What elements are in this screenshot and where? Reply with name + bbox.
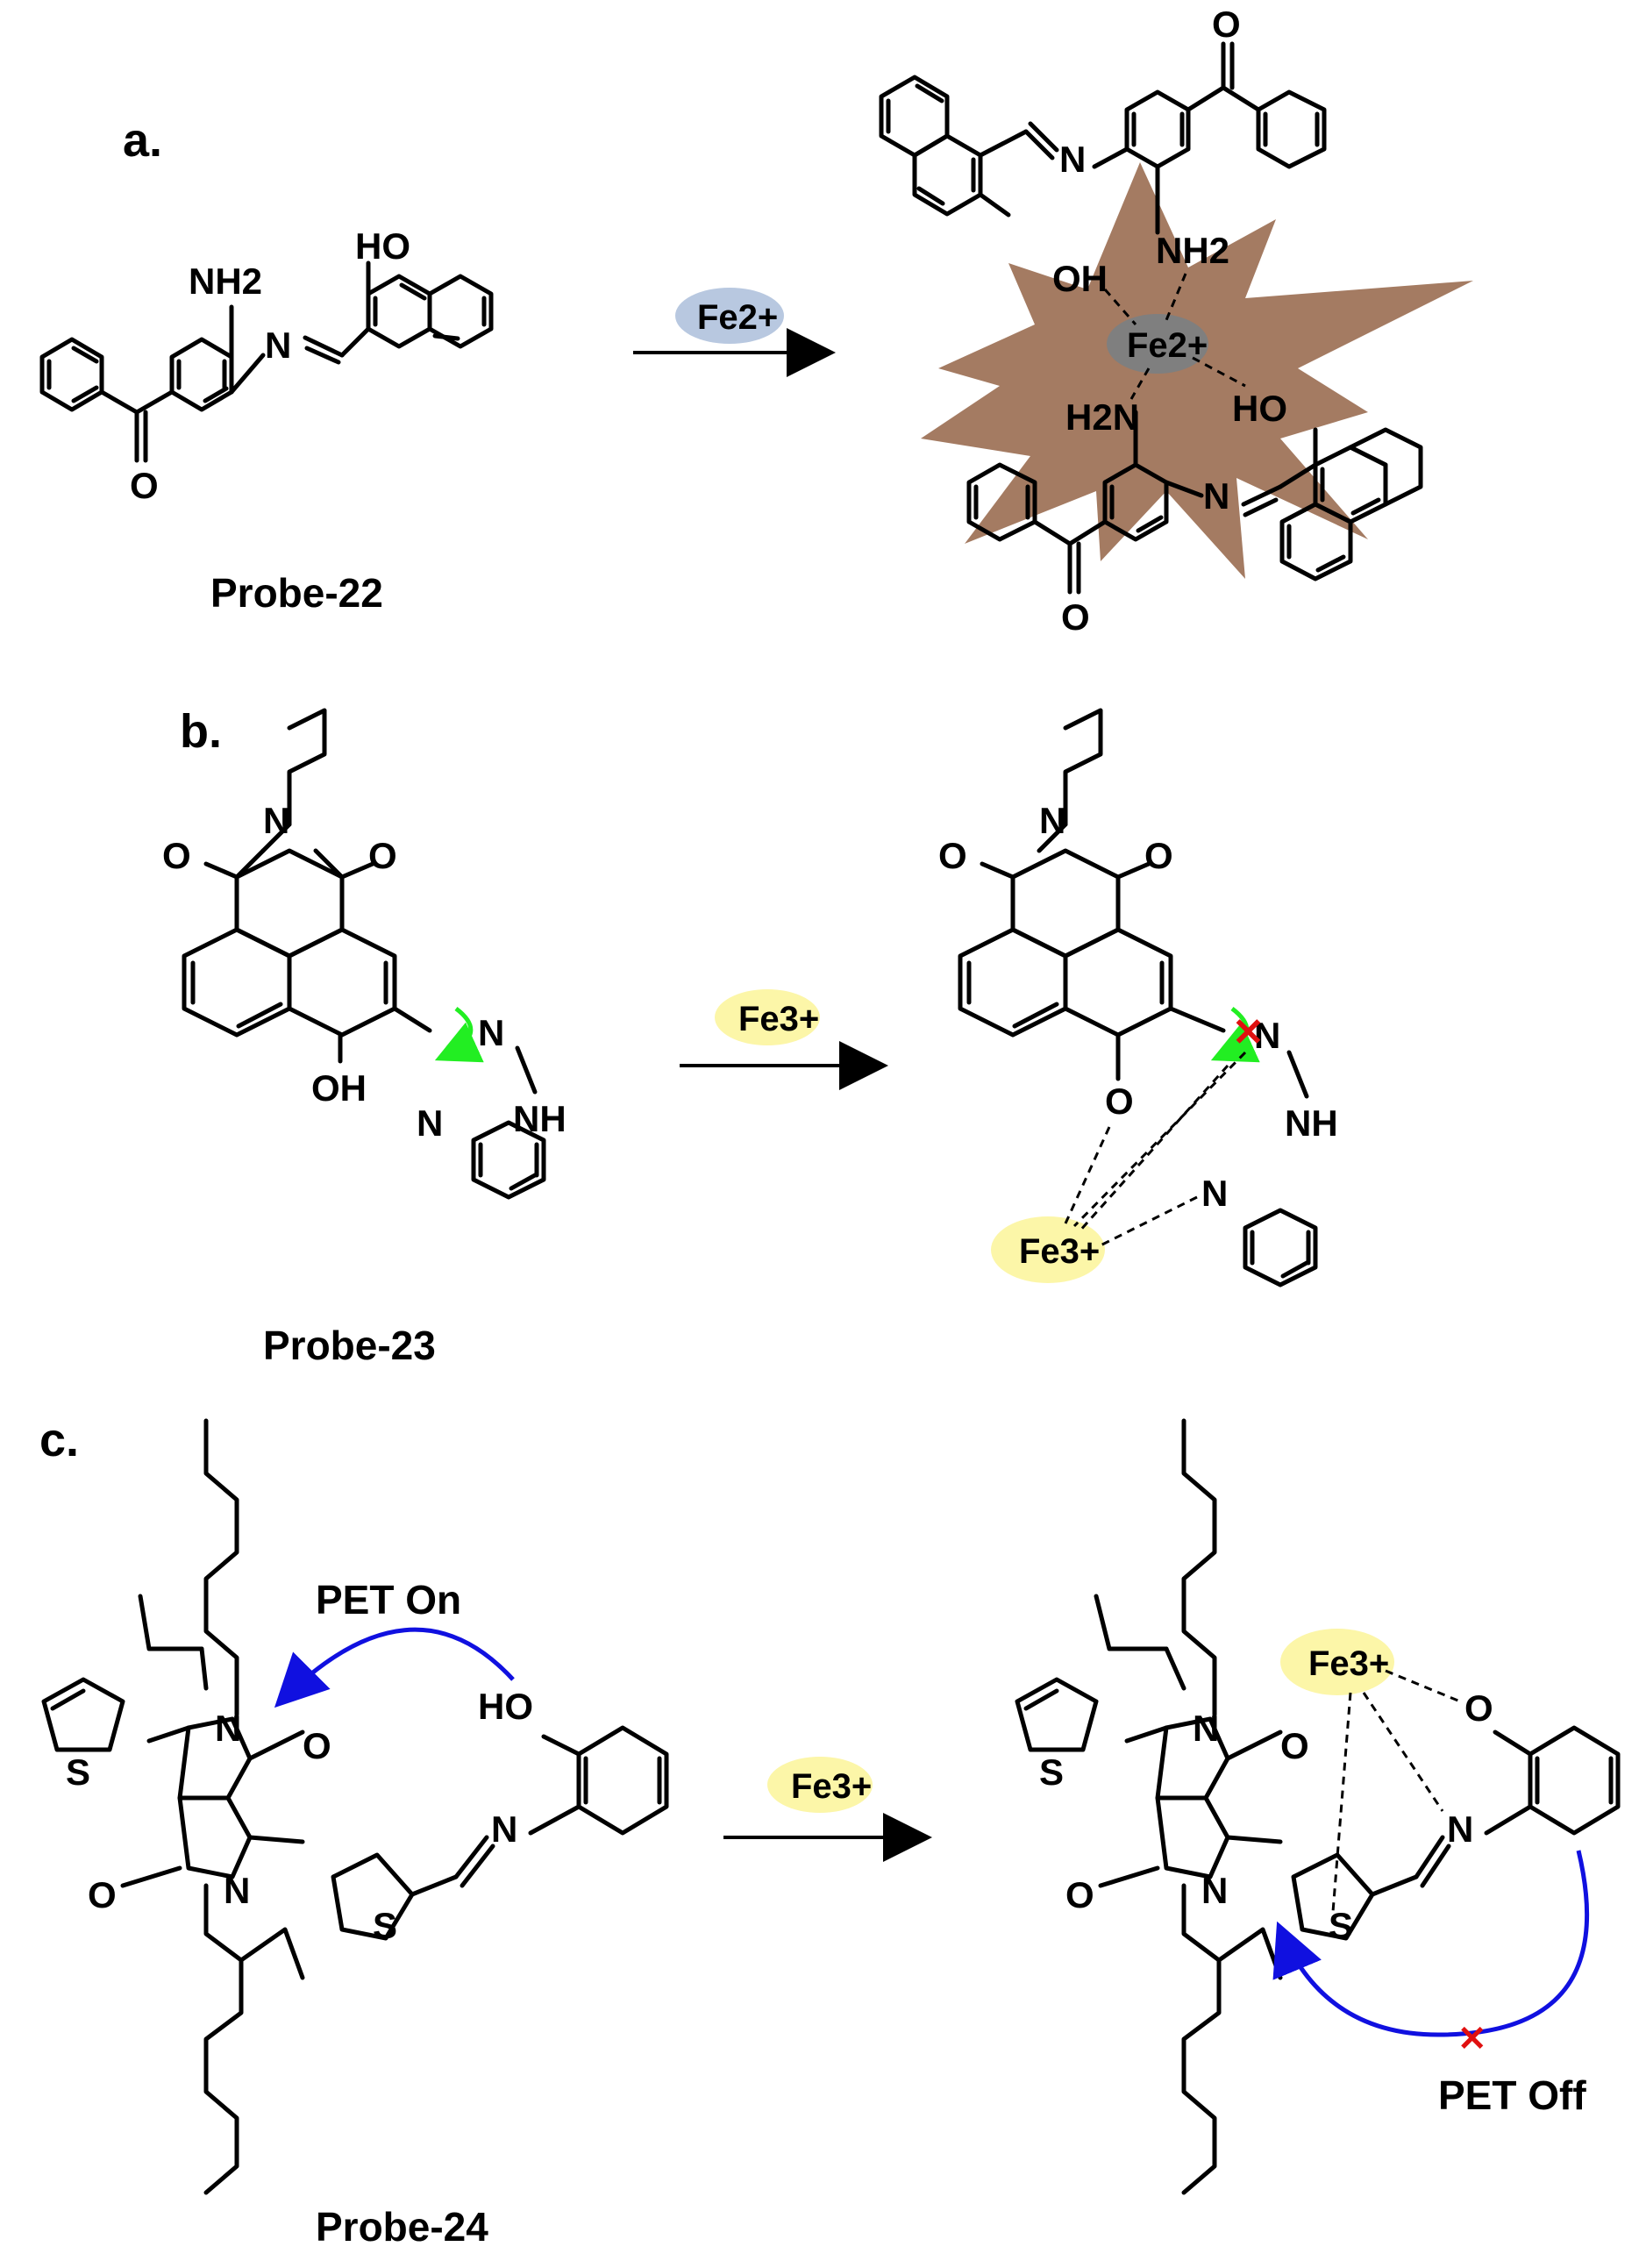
complex-c-s-right: S xyxy=(1329,1905,1353,1946)
complex-lower-h2n: H2N xyxy=(1065,396,1139,438)
probe-22-ho: HO xyxy=(355,225,410,267)
probe-24-structure xyxy=(41,1418,669,2195)
panel-c: c. xyxy=(39,1414,1621,2250)
panel-b: b. N O O OH N NH N xyxy=(162,705,1338,1368)
complex-upper-carbonyl-o: O xyxy=(1212,4,1241,45)
panel-b-label: b. xyxy=(180,705,222,758)
complex-c-imine-n: N xyxy=(1447,1808,1473,1850)
fe3-reagent-c-label: Fe3+ xyxy=(791,1767,872,1806)
pet-on-label: PET On xyxy=(316,1577,461,1623)
panel-a-label: a. xyxy=(123,114,162,167)
probe-23-o-left: O xyxy=(162,835,191,876)
complex-upper-oh: OH xyxy=(1052,258,1108,299)
probe-23-pyridine-n: N xyxy=(417,1102,443,1144)
complex-lower-n: N xyxy=(1203,475,1229,517)
complex-upper-ligand xyxy=(879,41,1327,235)
probe-23-imide-n: N xyxy=(263,800,289,841)
pet-off-label: PET Off xyxy=(1438,2072,1586,2118)
complex-c-phenolate-o: O xyxy=(1464,1687,1493,1729)
probe-24-s-left: S xyxy=(66,1751,90,1793)
complex-c-o-right: O xyxy=(1280,1725,1309,1766)
probe-23-o-right: O xyxy=(368,835,397,876)
probe-24-o-left: O xyxy=(88,1874,117,1915)
probe-23-label: Probe-23 xyxy=(263,1323,436,1368)
probe-22-n: N xyxy=(265,325,291,366)
complex-b-imide-n: N xyxy=(1039,800,1065,841)
complex-b-blocked-mark: ✕ xyxy=(1232,1011,1265,1054)
complex-upper-n: N xyxy=(1059,139,1086,180)
probe-22-label: Probe-22 xyxy=(210,570,383,616)
fe3-reagent-c-highlight xyxy=(767,1757,873,1813)
complex-c-s-left: S xyxy=(1039,1751,1064,1793)
fe3-center-b-label: Fe3+ xyxy=(1019,1232,1100,1271)
complex-lower-ligand xyxy=(966,410,1423,595)
probe-24-n-lower: N xyxy=(224,1870,250,1911)
panel-c-label: c. xyxy=(39,1414,79,1466)
complex-b-nh: NH xyxy=(1285,1102,1338,1144)
probe-24-label: Probe-24 xyxy=(316,2204,488,2250)
pet-on-arrow xyxy=(274,1627,515,1708)
complex-b-pyridine-n: N xyxy=(1201,1173,1228,1214)
probe-24-imine-n: N xyxy=(491,1808,517,1850)
pet-off-arrow xyxy=(1272,1850,1590,2037)
complex-b-structure xyxy=(958,708,1318,1287)
panel-a: a. xyxy=(39,4,1473,638)
complex-b-phenolate-o: O xyxy=(1105,1081,1134,1122)
fe2-center-highlight xyxy=(1107,314,1208,374)
fe2-reagent-label: Fe2+ xyxy=(697,298,778,337)
probe-23-nh: NH xyxy=(513,1098,566,1139)
probe-23-oh: OH xyxy=(311,1067,367,1109)
fe3-center-c-highlight xyxy=(1280,1629,1394,1695)
probe-24-n-upper: N xyxy=(215,1708,241,1749)
probe-23-n: N xyxy=(478,1012,504,1053)
probe-23-structure xyxy=(182,708,546,1200)
probe-24-o-right: O xyxy=(303,1725,331,1766)
complex-c-o-left: O xyxy=(1065,1874,1094,1915)
complex-upper-nh2: NH2 xyxy=(1156,230,1229,271)
fe3-center-c-label: Fe3+ xyxy=(1308,1644,1389,1683)
complex-c-n-upper: N xyxy=(1193,1708,1219,1749)
fe3-reagent-b-label: Fe3+ xyxy=(738,1000,819,1038)
probe-22-o: O xyxy=(130,465,159,506)
complex-lower-carbonyl-o: O xyxy=(1061,596,1090,638)
probe-24-s-right: S xyxy=(373,1905,397,1946)
complex-lower-ho: HO xyxy=(1232,388,1287,429)
probe-24-ho: HO xyxy=(478,1686,533,1727)
complex-b-o-left: O xyxy=(938,835,967,876)
probe-23-rotation-arrow xyxy=(434,1007,484,1063)
probe-22-structure xyxy=(39,260,494,463)
complex-b-rotation-arrow xyxy=(1210,1007,1260,1063)
fe3-center-b-highlight xyxy=(991,1216,1105,1283)
fe2-reagent-highlight xyxy=(675,288,784,344)
pet-off-blocked-mark: ✕ xyxy=(1457,2020,1487,2058)
fe3-reagent-b-highlight xyxy=(715,989,820,1045)
complex-burst xyxy=(921,162,1473,579)
complex-c-structure xyxy=(1015,1418,1621,2195)
probe-22-nh2: NH2 xyxy=(189,260,262,302)
complex-c-n-lower: N xyxy=(1201,1870,1228,1911)
complex-b-o-right: O xyxy=(1144,835,1173,876)
